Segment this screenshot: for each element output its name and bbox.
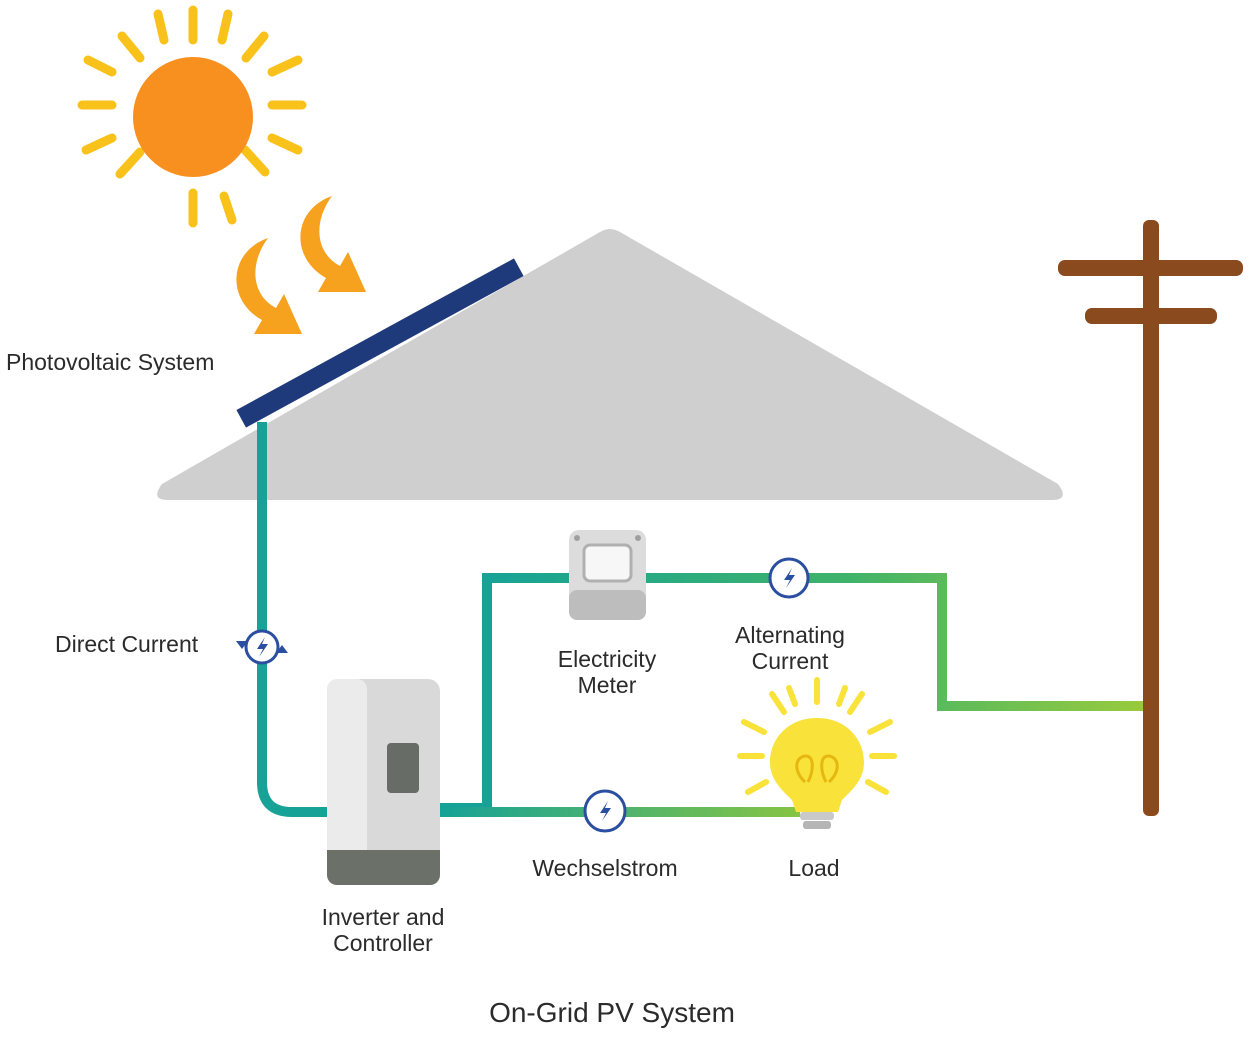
roof <box>157 229 1063 500</box>
inverter-label-line1: Inverter and <box>322 904 445 930</box>
direct-current-label: Direct Current <box>55 631 199 657</box>
dc-wire <box>257 422 332 817</box>
light-bulb-icon <box>737 677 897 829</box>
current-symbol-icon <box>236 629 288 665</box>
solar-panel-icon <box>236 258 524 428</box>
current-symbol-icon <box>583 789 627 833</box>
alternating-current-label-line1: Alternating <box>735 622 845 648</box>
inverter-icon <box>327 679 440 885</box>
sun-icon <box>77 5 307 228</box>
electricity-meter-label-line2: Meter <box>578 672 637 698</box>
electricity-meter-label-line1: Electricity <box>558 646 657 672</box>
inverter-label-line2: Controller <box>333 930 433 956</box>
alternating-current-label-line2: Current <box>752 648 829 674</box>
sunlight-arrow-icon <box>236 196 366 334</box>
photovoltaic-system-label: Photovoltaic System <box>6 349 214 375</box>
wechselstrom-label: Wechselstrom <box>532 855 677 881</box>
utility-pole-icon <box>1058 220 1243 816</box>
load-label: Load <box>788 855 839 881</box>
electricity-meter-icon <box>569 530 646 620</box>
current-symbol-icon <box>768 557 810 599</box>
diagram-caption: On-Grid PV System <box>489 997 735 1028</box>
